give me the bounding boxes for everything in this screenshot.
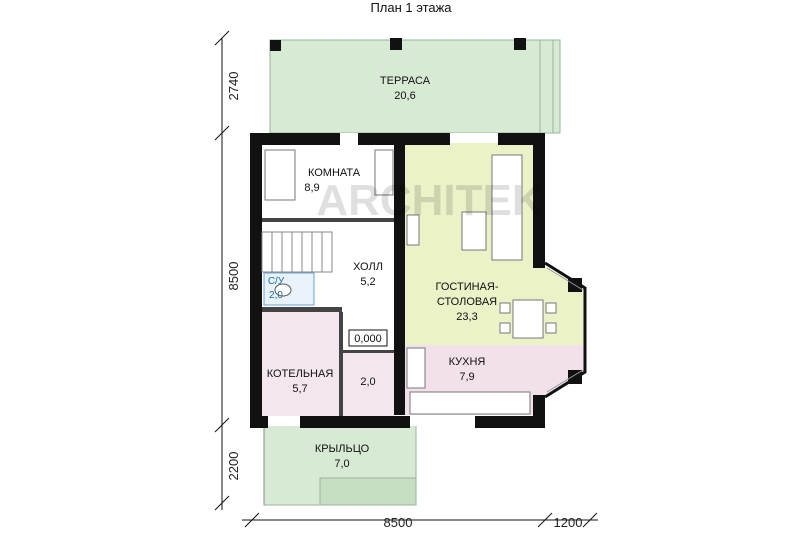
desk-icon bbox=[374, 149, 394, 196]
bath-area-value: 2,0 bbox=[269, 290, 283, 301]
boiler-area-value: 5,7 bbox=[292, 383, 307, 395]
terrace-post bbox=[514, 38, 526, 50]
bottom-dimension-line bbox=[242, 512, 598, 528]
terrace-area bbox=[269, 39, 561, 134]
cabinet-icon bbox=[406, 214, 420, 246]
living-name-2: СТОЛОВАЯ bbox=[437, 296, 497, 308]
sofa-icon bbox=[264, 149, 296, 201]
hall-area-value: 5,2 bbox=[360, 276, 375, 288]
dim-bottom-right: 1200 bbox=[554, 515, 583, 530]
plan-title: План 1 этажа bbox=[370, 0, 452, 15]
kitchen-counter-icon bbox=[409, 391, 531, 415]
living-area-value: 23,3 bbox=[456, 311, 477, 323]
boiler-fill bbox=[262, 312, 342, 416]
hall-name: ХОЛЛ bbox=[353, 261, 383, 273]
living-name: ГОСТИНАЯ- bbox=[436, 281, 499, 293]
bay-window bbox=[544, 261, 587, 399]
dim-left-top: 2740 bbox=[226, 72, 241, 101]
terrace-area-value: 20,6 bbox=[394, 90, 415, 102]
exterior-walls bbox=[250, 133, 545, 428]
room-area-value: 8,9 bbox=[304, 182, 319, 194]
chair-icon bbox=[545, 322, 557, 334]
room-name: КОМНАТА bbox=[308, 167, 361, 179]
interior-walls bbox=[262, 218, 394, 416]
chair-icon bbox=[499, 322, 511, 334]
corner-sofa-icon bbox=[491, 154, 523, 261]
dim-left-mid: 8500 bbox=[226, 262, 241, 291]
dim-left-bottom: 2200 bbox=[226, 452, 241, 481]
chair-icon bbox=[545, 302, 557, 314]
level-mark-box bbox=[348, 329, 388, 347]
porch-step bbox=[319, 477, 417, 506]
staircase bbox=[261, 231, 333, 273]
level-mark: 0,000 bbox=[354, 333, 382, 345]
kitchen-name: КУХНЯ bbox=[449, 356, 486, 368]
bay-post bbox=[568, 370, 582, 384]
watermark: ARCHITEK bbox=[316, 176, 544, 225]
porch-area-value: 7,0 bbox=[334, 458, 349, 470]
coffee-table-icon bbox=[461, 211, 487, 251]
store-area-value: 2,0 bbox=[360, 376, 375, 388]
store-fill bbox=[342, 352, 394, 416]
kitchen-area-value: 7,9 bbox=[459, 371, 474, 383]
terrace-post bbox=[390, 38, 402, 50]
porch-name: КРЫЛЬЦО bbox=[315, 443, 370, 455]
terrace-post bbox=[270, 40, 281, 51]
dining-table-icon bbox=[512, 299, 544, 339]
dim-bottom-main: 8500 bbox=[384, 515, 413, 530]
bay-glass bbox=[546, 369, 584, 393]
terrace-name: ТЕРРАСА bbox=[380, 75, 431, 87]
toilet-icon bbox=[274, 283, 292, 297]
bay-glass bbox=[546, 267, 584, 291]
boiler-name: КОТЕЛЬНАЯ bbox=[267, 368, 334, 380]
bath-name: С/У bbox=[268, 276, 285, 287]
stove-icon bbox=[406, 347, 426, 389]
left-dimension-line bbox=[214, 30, 230, 511]
chair-icon bbox=[499, 302, 511, 314]
